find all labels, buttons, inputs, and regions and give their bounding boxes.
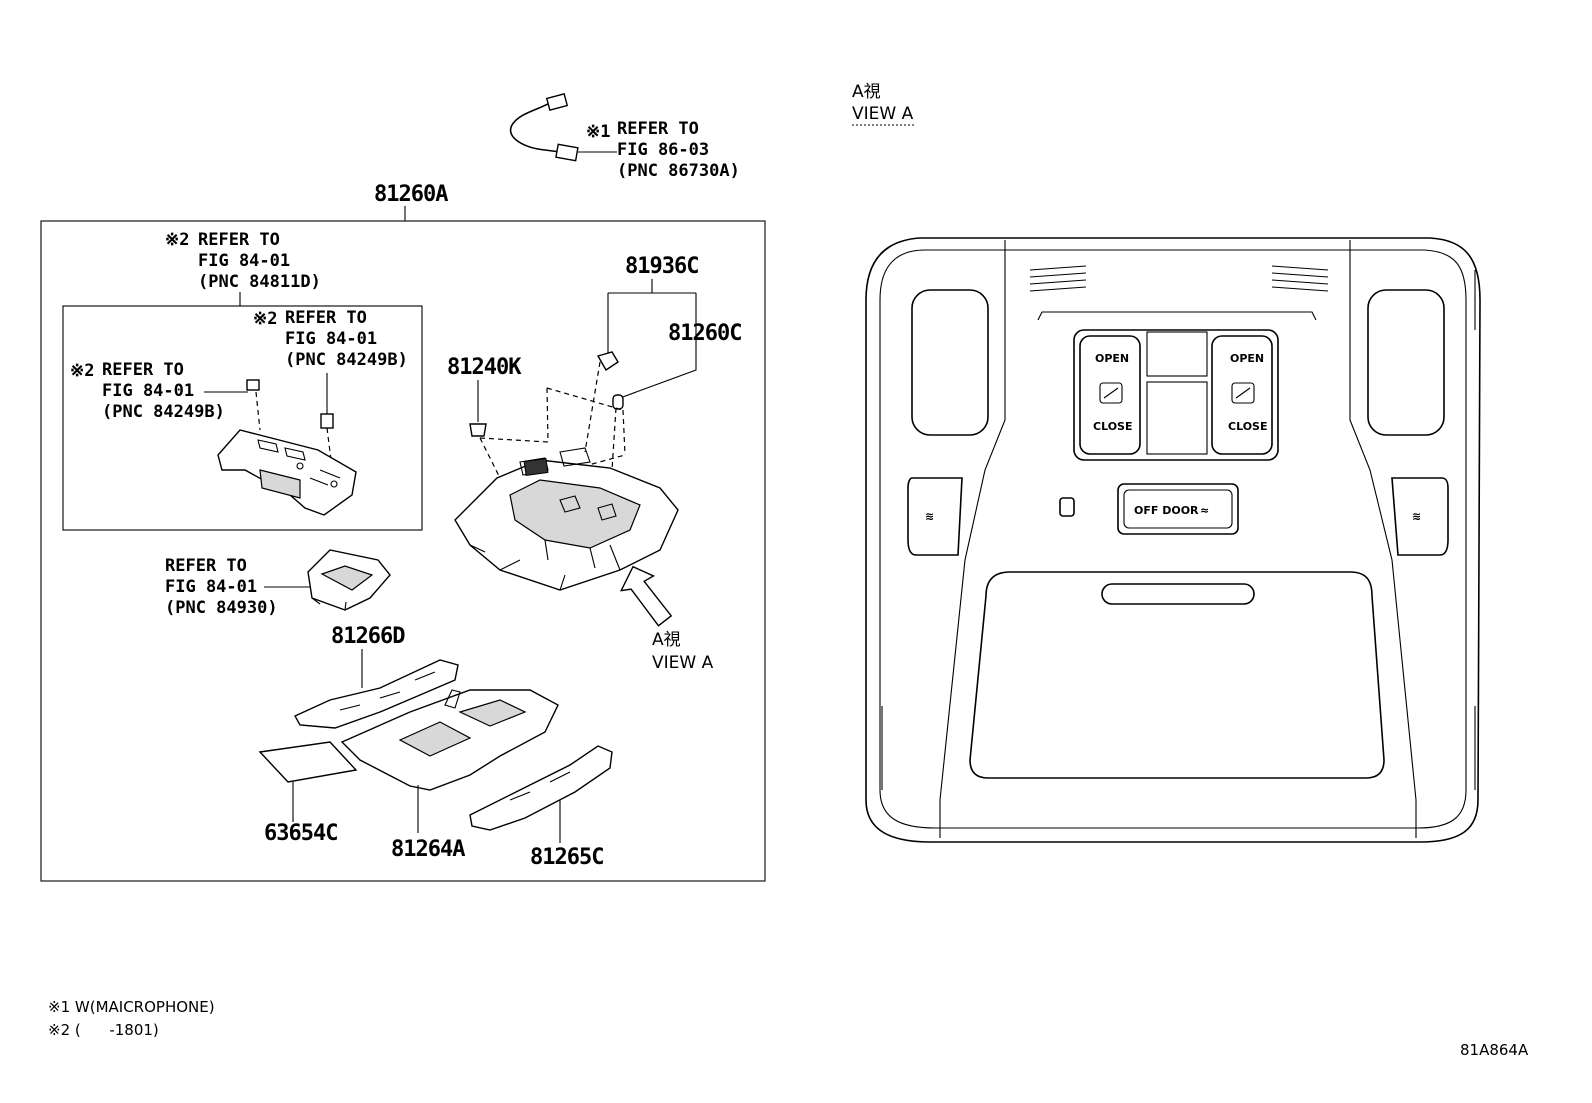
center-pad-upper: [1146, 331, 1208, 377]
sheet-63654C-illustration: [258, 741, 358, 783]
dome-lens-handle: [1101, 583, 1255, 605]
part-number-81240K: 81240K: [447, 355, 522, 380]
part-number-81266D: 81266D: [331, 624, 405, 649]
microphone-wire-illustration: [509, 93, 617, 162]
ref-line1: REFER TO: [165, 556, 247, 576]
clip-81936C-illustration: [596, 351, 619, 371]
map-lens-left: [911, 289, 989, 436]
console-face-illustration: ≋ ≋ OPEN CLOSE OPEN CLOSE OFF DOOR ≈: [865, 237, 1481, 843]
view-a-arrow: [619, 565, 673, 627]
part-number-81265C: 81265C: [530, 845, 603, 870]
label-close-left: CLOSE: [1093, 420, 1132, 433]
map-lens-right: [1367, 289, 1445, 436]
ref-mark: ※1: [586, 122, 610, 142]
part-number-81260A: 81260A: [374, 182, 448, 207]
assembly-frame: [40, 220, 766, 882]
ref-line2: FIG 84-01: [198, 251, 290, 271]
lamp-icon-right: ≋: [1412, 510, 1421, 523]
ref-mark: ※2: [253, 309, 277, 329]
ref-line3: (PNC 84930): [165, 598, 278, 618]
trim-81265C-illustration: [469, 745, 613, 831]
ref-line1: REFER TO: [617, 119, 699, 139]
label-open-left: OPEN: [1095, 352, 1129, 365]
dome-lamp-icon: ≈: [1200, 504, 1209, 517]
lamp-unit-illustration: [307, 549, 391, 611]
sliding-door-icon-right: [1231, 382, 1255, 404]
ref-line3: (PNC 84249B): [285, 350, 408, 370]
off-door-switch: [1117, 483, 1239, 535]
ref-line1: REFER TO: [285, 308, 367, 328]
ref-line2: FIG 86-03: [617, 140, 709, 160]
part-number-81936C: 81936C: [625, 254, 698, 279]
door-switch-cluster: [1073, 329, 1279, 461]
ref-mark: ※2: [70, 361, 94, 381]
lamp-button-right: [1391, 477, 1449, 556]
vent-left: [1029, 265, 1087, 292]
off-door-switch-label: OFF DOOR: [1134, 504, 1199, 517]
screw-81240K-illustration: [469, 423, 487, 437]
switch-subassembly-frame: [62, 305, 423, 531]
view-a-title-jp: A視: [852, 82, 881, 102]
sliding-door-icon-left: [1099, 382, 1123, 404]
console-housing-illustration: [454, 447, 679, 591]
lamp-icon-left: ≋: [925, 510, 934, 523]
ref-line3: (PNC 84811D): [198, 272, 321, 292]
center-pad-lower: [1146, 381, 1208, 455]
ref-callout-84249B-lower: ※2 REFER TO FIG 84-01 (PNC 84249B): [70, 360, 225, 422]
ref-mark: ※2: [165, 230, 189, 250]
ref-line2: FIG 84-01: [102, 381, 194, 401]
sensor-indicator: [1059, 497, 1075, 517]
part-number-81260C: 81260C: [668, 321, 741, 346]
ref-callout-microphone: ※1 REFER TO FIG 86-03 (PNC 86730A): [586, 119, 740, 181]
part-number-63654C: 63654C: [264, 821, 337, 846]
ref-callout-84249B-upper: ※2 REFER TO FIG 84-01 (PNC 84249B): [253, 308, 408, 370]
ref-callout-84930: REFER TO FIG 84-01 (PNC 84930): [165, 556, 278, 618]
clip-81260C-illustration: [612, 394, 624, 410]
door-switch-left: [1079, 335, 1141, 455]
ref-line3: (PNC 86730A): [617, 161, 740, 181]
label-close-right: CLOSE: [1228, 420, 1267, 433]
label-open-right: OPEN: [1230, 352, 1264, 365]
ref-line1: REFER TO: [102, 360, 184, 380]
figure-code: 81A864A: [1460, 1041, 1529, 1059]
view-a-title-en: VIEW A: [852, 104, 914, 124]
ref-callout-84811D: ※2 REFER TO FIG 84-01 (PNC 84811D): [165, 230, 321, 292]
bezel-81264A-illustration: [340, 689, 559, 791]
ref-line3: (PNC 84249B): [102, 402, 225, 422]
part-number-81264A: 81264A: [391, 837, 465, 862]
ref-line2: FIG 84-01: [165, 577, 257, 597]
ref-line1: REFER TO: [198, 230, 280, 250]
view-a-arrow-label-jp: A視: [652, 630, 681, 650]
trim-81266D-illustration: [294, 659, 459, 729]
view-a-arrow-label-en: VIEW A: [652, 653, 714, 673]
vent-right: [1271, 265, 1329, 292]
footnote-1: ※1 W(MAICROPHONE): [48, 998, 215, 1016]
ref-line2: FIG 84-01: [285, 329, 377, 349]
footnote-2: ※2 ( -1801): [48, 1021, 159, 1039]
switch-bracket-illustration: [217, 373, 357, 516]
dome-lens: [969, 571, 1385, 779]
door-switch-right: [1211, 335, 1273, 455]
lamp-button-left: [907, 477, 963, 556]
